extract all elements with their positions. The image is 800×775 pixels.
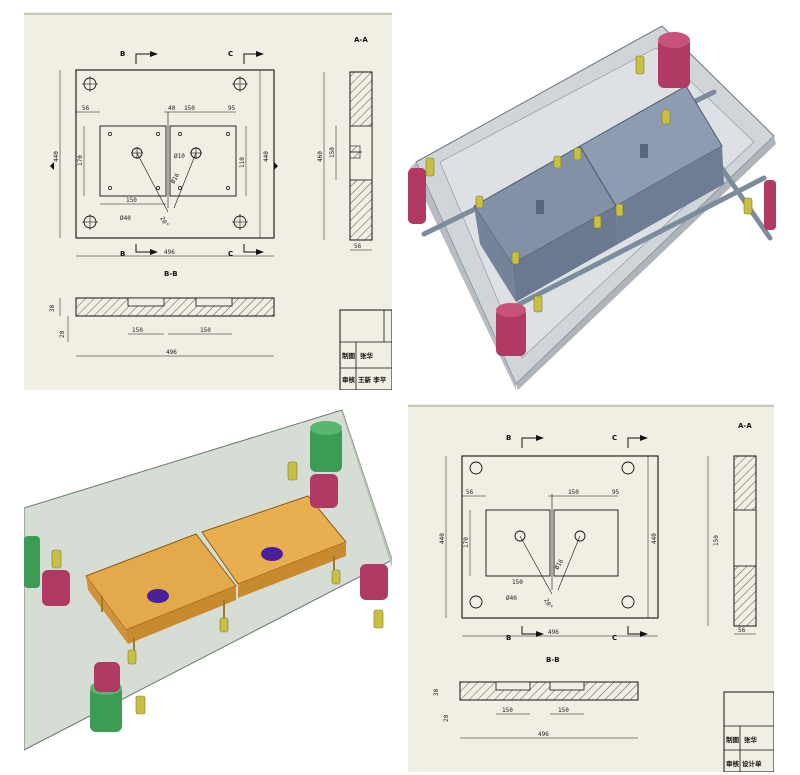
svg-text:C: C (612, 634, 617, 642)
title-block-row1-a: 制图 (342, 351, 356, 360)
section-arrow-b-top: B (120, 50, 158, 64)
dim-section-h2-2: 20 (443, 714, 450, 722)
title-block-2-row2-c: 设计单 (742, 759, 762, 768)
title-block-row2-a: 审核 (342, 375, 356, 384)
dim-left-small: 56 (82, 105, 90, 112)
technical-drawing-top-left: A-A B C Ø10 Ø16 20° (24, 12, 392, 390)
dim-side-inner-2: 150 (713, 535, 720, 546)
title-block-2-row1-a: 制图 (726, 735, 740, 744)
dim-section-h1-2: 30 (433, 688, 440, 696)
dim-right-total-2: 440 (651, 533, 658, 544)
bottom-section-view-2 (459, 681, 639, 739)
dim-section-total-2: 496 (538, 731, 549, 738)
section-title-label-2: A-A (738, 422, 752, 430)
svg-text:B: B (120, 50, 125, 58)
svg-text:B: B (506, 634, 511, 642)
section-arrow-b-top-2: B (506, 434, 544, 448)
dim-section-w1-2: 150 (502, 707, 513, 714)
section-arrow-b-bottom-2: B (506, 626, 544, 642)
title-block (339, 309, 392, 390)
svg-text:B: B (120, 250, 125, 258)
dim-side-bottom-2: 56 (738, 627, 746, 634)
dim-left-total-2: 440 (439, 533, 446, 544)
section-arrow-c-top: C (228, 50, 264, 64)
ejector-pins-bl (51, 461, 384, 715)
svg-text:C: C (612, 434, 617, 442)
dim-section-w1: 150 (132, 327, 143, 334)
dim-diam-large: Ø40 (120, 215, 131, 222)
dim-diam-small: Ø10 (174, 153, 185, 160)
dim-bottom-total: 496 (164, 249, 175, 256)
guide-hole-br (232, 214, 248, 230)
dim-section-total: 496 (166, 349, 177, 356)
dim-diam-mid-2: Ø16 (554, 558, 566, 571)
dim-section-w2: 150 (200, 327, 211, 334)
dim-side-bottom: 56 (354, 243, 362, 250)
title-block-row2-b: 王新 李平 (358, 375, 387, 384)
section-arrow-c-top-2: C (612, 434, 648, 448)
dim-diam-large-2: Ø40 (506, 595, 517, 602)
side-section-view (323, 71, 373, 251)
dim-side-height: 460 (317, 151, 324, 162)
side-section-view-2 (707, 455, 757, 635)
dim-diam-mid: Ø16 (170, 172, 182, 185)
dim-section-h2: 20 (59, 330, 66, 338)
cavity-block-right (579, 85, 724, 244)
dim-top-c-2: 95 (612, 489, 620, 496)
tray-right (201, 495, 347, 598)
cavity-block-left (473, 145, 618, 302)
dim-left-total: 440 (53, 151, 60, 162)
dim-angle-2: 20° (542, 598, 553, 611)
guide-hole-tr (232, 76, 248, 92)
title-block-2-row2-a: 审核 (726, 759, 740, 768)
tray-left (85, 533, 237, 644)
dim-inner-w: 150 (126, 197, 137, 204)
dim-side-inner: 150 (329, 147, 336, 158)
cavity-outline-left (99, 125, 167, 197)
title-block-2-row1-b: 张华 (744, 735, 758, 744)
dim-inner-h: 170 (77, 155, 84, 166)
dim-bottom-total-2: 496 (548, 629, 559, 636)
title-block-2 (723, 691, 774, 772)
guide-pillar-red-bl (42, 474, 388, 692)
dim-top-b: 150 (184, 105, 195, 112)
section-arrow-c-bottom-2: C (612, 626, 648, 642)
dim-angle: 20° (158, 216, 169, 229)
dim-section-h1: 30 (49, 304, 56, 312)
dim-right-total: 440 (263, 151, 270, 162)
dim-inner-h-2: 170 (463, 537, 470, 548)
section-arrow-b-bottom: B (120, 244, 158, 258)
dim-top-a: 40 (168, 105, 176, 112)
section-arrow-c-bottom: C (228, 244, 264, 258)
section-title-label: A-A (354, 36, 368, 44)
dim-right-inner: 110 (239, 157, 246, 168)
dim-section-w2-2: 150 (558, 707, 569, 714)
title-block-row1-b: 张华 (360, 351, 374, 360)
dim-left-small-2: 56 (466, 489, 474, 496)
svg-text:C: C (228, 50, 233, 58)
view-label-2: B-B (546, 656, 560, 664)
mold-3d-render-blue (404, 12, 776, 390)
guide-hole-tl (82, 76, 98, 92)
plate-outline (75, 69, 275, 239)
cavity-outline-right (169, 125, 237, 197)
dim-top-b-2: 150 (568, 489, 579, 496)
svg-text:C: C (228, 250, 233, 258)
svg-text:B: B (506, 434, 511, 442)
mold-3d-render-orange (24, 404, 392, 756)
dim-inner-w-2: 150 (512, 579, 523, 586)
bottom-section-view (59, 297, 275, 357)
technical-drawing-bottom-right: A-A B C Ø40 Ø16 20° 56 150 95 170 150 44… (408, 404, 774, 772)
guide-hole-bl (82, 214, 98, 230)
dim-top-c: 95 (228, 105, 236, 112)
view-label: B-B (164, 270, 178, 278)
ejector-pins-yellow (425, 55, 753, 313)
guide-pillar-red (408, 32, 776, 356)
